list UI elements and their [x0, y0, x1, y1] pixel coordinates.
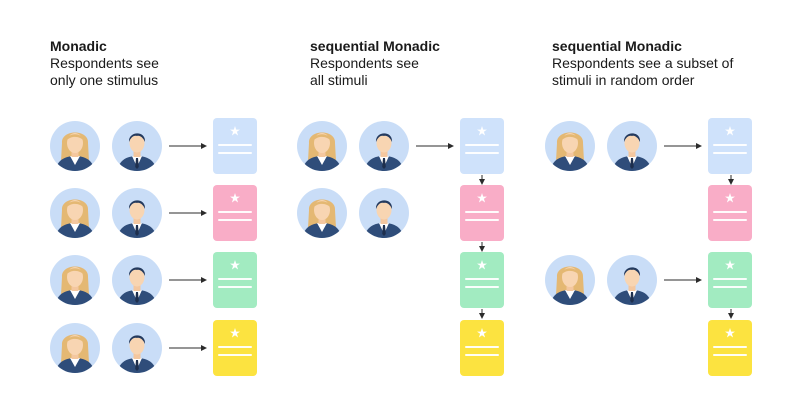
star-icon — [725, 126, 735, 136]
star-icon — [477, 328, 487, 338]
stimulus-card-blue — [708, 118, 752, 174]
card-line — [713, 211, 747, 213]
card-line — [713, 354, 747, 356]
star-icon — [725, 328, 735, 338]
panel-heading: sequential Monadic — [552, 38, 682, 54]
panel-description-line2: only one stimulus — [50, 72, 159, 88]
card-line — [713, 152, 747, 154]
card-line — [713, 286, 747, 288]
male-respondent-icon — [359, 188, 409, 238]
panel-monadic-title: Monadic Respondents see only one stimulu… — [50, 38, 290, 89]
card-line — [465, 219, 499, 221]
panel-sequential-subset-title: sequential Monadic Respondents see a sub… — [552, 38, 792, 89]
card-line — [713, 346, 747, 348]
panel-sequential-all-title: sequential Monadic Respondents see all s… — [310, 38, 550, 89]
card-line — [218, 278, 252, 280]
male-respondent-icon — [359, 121, 409, 171]
male-respondent-icon — [112, 121, 162, 171]
card-line — [465, 286, 499, 288]
card-line — [465, 278, 499, 280]
female-respondent-icon — [297, 188, 347, 238]
card-line — [218, 152, 252, 154]
card-line — [465, 152, 499, 154]
card-line — [218, 346, 252, 348]
stimulus-card-pink — [460, 185, 504, 241]
stimulus-card-blue — [213, 118, 257, 174]
stimulus-card-yellow — [213, 320, 257, 376]
male-respondent-icon — [607, 255, 657, 305]
panel-description-line1: Respondents see a subset of — [552, 55, 734, 71]
male-respondent-icon — [607, 121, 657, 171]
card-line — [218, 219, 252, 221]
female-respondent-icon — [50, 255, 100, 305]
stimulus-card-yellow — [708, 320, 752, 376]
female-respondent-icon — [545, 255, 595, 305]
card-line — [713, 144, 747, 146]
stimulus-card-pink — [213, 185, 257, 241]
panel-description-line1: Respondents see — [50, 55, 159, 71]
card-line — [218, 144, 252, 146]
male-respondent-icon — [112, 188, 162, 238]
stimulus-card-green — [213, 252, 257, 308]
star-icon — [230, 328, 240, 338]
card-line — [713, 219, 747, 221]
panel-heading: Monadic — [50, 38, 107, 54]
star-icon — [477, 193, 487, 203]
card-line — [465, 211, 499, 213]
stimulus-card-pink — [708, 185, 752, 241]
stimulus-card-blue — [460, 118, 504, 174]
star-icon — [230, 126, 240, 136]
card-line — [465, 144, 499, 146]
female-respondent-icon — [50, 188, 100, 238]
stimulus-card-green — [708, 252, 752, 308]
panel-description-line2: all stimuli — [310, 72, 368, 88]
female-respondent-icon — [297, 121, 347, 171]
star-icon — [725, 260, 735, 270]
card-line — [465, 354, 499, 356]
panel-description-line2: stimuli in random order — [552, 72, 695, 88]
card-line — [713, 278, 747, 280]
female-respondent-icon — [50, 323, 100, 373]
star-icon — [477, 260, 487, 270]
stimulus-card-yellow — [460, 320, 504, 376]
male-respondent-icon — [112, 255, 162, 305]
star-icon — [477, 126, 487, 136]
star-icon — [725, 193, 735, 203]
female-respondent-icon — [50, 121, 100, 171]
card-line — [465, 346, 499, 348]
panel-heading: sequential Monadic — [310, 38, 440, 54]
card-line — [218, 211, 252, 213]
star-icon — [230, 193, 240, 203]
male-respondent-icon — [112, 323, 162, 373]
panel-description-line1: Respondents see — [310, 55, 419, 71]
card-line — [218, 286, 252, 288]
female-respondent-icon — [545, 121, 595, 171]
star-icon — [230, 260, 240, 270]
card-line — [218, 354, 252, 356]
stimulus-card-green — [460, 252, 504, 308]
